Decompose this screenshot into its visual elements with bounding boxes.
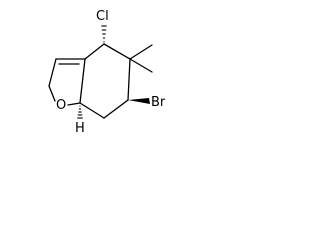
bond-c5-methyl-b — [129, 58, 153, 73]
atom-label-oxygen: O — [56, 98, 66, 113]
bond-c7-c7a — [79, 102, 105, 119]
bond-c6-c7 — [103, 99, 129, 119]
bond-c2-o1 — [48, 85, 56, 102]
bond-c3-c2 — [48, 58, 57, 87]
atom-label-chlorine: Cl — [96, 9, 109, 24]
hashed-bond-c7a-h — [77, 105, 83, 119]
bond-c5-methyl-a — [129, 44, 153, 60]
atom-label-bromine: Br — [151, 95, 166, 110]
bond-c5-c6 — [127, 58, 131, 101]
bond-o1-c7a — [67, 102, 81, 106]
bond-c4-c5 — [103, 43, 131, 60]
bond-c3a-c4 — [84, 43, 105, 60]
wedge-bond-c6-br — [128, 98, 150, 104]
bond-c7a-c3a — [79, 58, 86, 104]
molecule-structure: Cl O Br H — [48, 9, 166, 136]
atom-label-hydrogen: H — [75, 121, 85, 136]
hashed-bond-c4-cl — [101, 25, 107, 43]
